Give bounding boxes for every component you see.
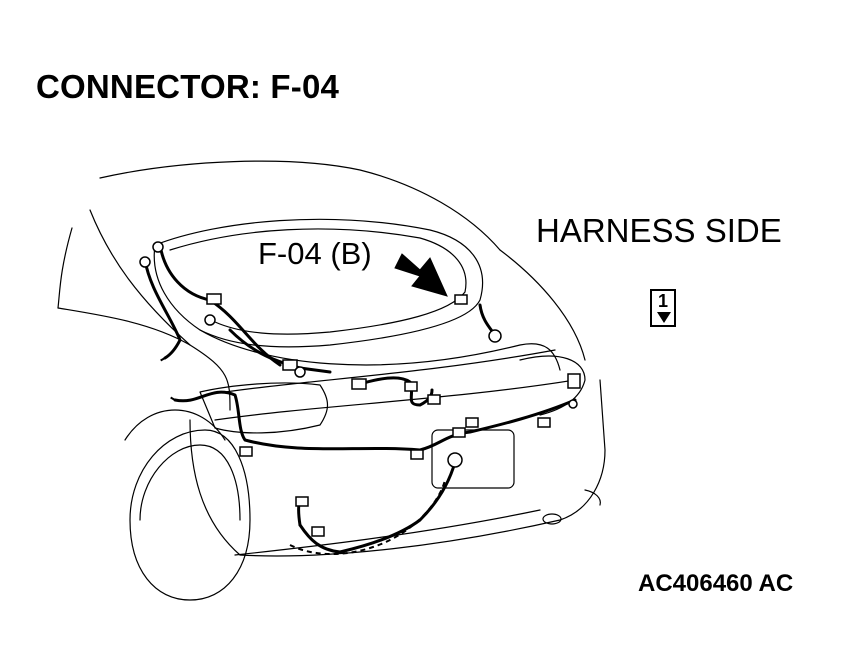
- rear-bumper-outline: [189, 379, 606, 557]
- connector-block: [206, 293, 222, 305]
- grommet: [447, 452, 463, 468]
- grommet: [204, 314, 216, 326]
- reference-code: AC406460 AC: [638, 570, 794, 597]
- grommet: [152, 241, 164, 253]
- grommet: [488, 329, 502, 343]
- connector-block: [410, 449, 424, 460]
- pin-number: 1: [657, 291, 668, 311]
- grommet: [139, 256, 151, 268]
- connector-block: [295, 496, 309, 507]
- connector-block: [351, 378, 367, 390]
- connector-block: [239, 446, 253, 457]
- connector-block: [567, 373, 581, 389]
- diagram-title: CONNECTOR: F-04: [36, 68, 340, 105]
- exhaust-tip: [542, 513, 562, 525]
- connector-block: [282, 359, 298, 371]
- harness-routing-dashed: [157, 357, 446, 555]
- connector-block: [427, 394, 441, 405]
- tail-light-right: [519, 355, 586, 416]
- connector-block: [465, 417, 479, 428]
- grommet: [568, 399, 578, 409]
- wheel-arch: [124, 409, 226, 441]
- connector-block: [452, 427, 466, 438]
- roof-outline: [99, 160, 501, 251]
- grommet: [294, 366, 306, 378]
- tail-light-left: [199, 382, 329, 434]
- connector-block: [454, 294, 468, 305]
- pin-lock-arrow-icon: [657, 312, 671, 323]
- callout-arrow-icon: [394, 253, 448, 297]
- harness-side-label: HARNESS SIDE: [536, 212, 782, 249]
- connector-callout-label: F-04 (B): [258, 236, 372, 271]
- wiring-harness: [143, 243, 577, 554]
- connector-pin-view: 1: [650, 289, 676, 327]
- connector-block: [404, 381, 418, 392]
- connector-block: [537, 417, 551, 428]
- connector-block: [311, 526, 325, 537]
- connectors: [139, 241, 581, 537]
- trunk-lid-outline: [499, 249, 586, 361]
